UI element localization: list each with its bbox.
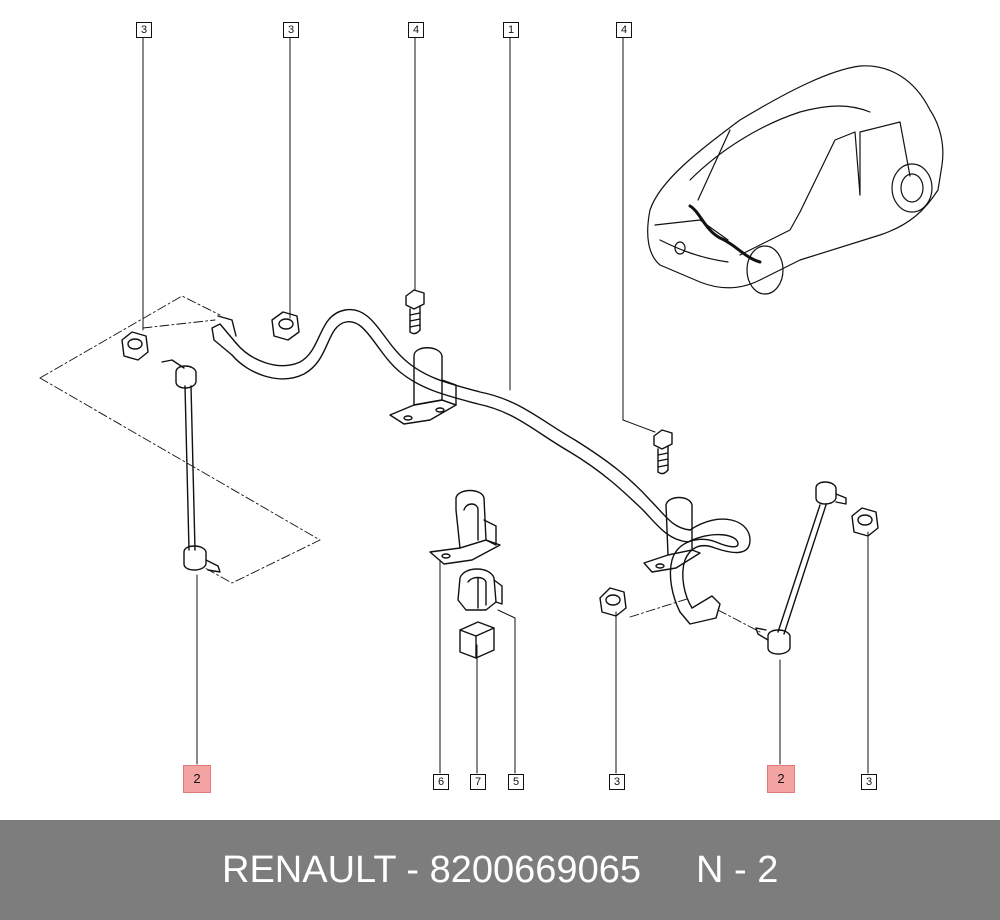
bushing-part	[457, 568, 503, 611]
stabilizer-bar-exploded-view	[39, 35, 944, 774]
callout-stabilizer-bar-1[interactable]: 1	[503, 22, 519, 38]
nut-top-center	[271, 311, 300, 341]
callout-link-rod-2-highlighted[interactable]: 2	[767, 765, 795, 793]
shim-part	[459, 621, 495, 659]
callout-link-rod-2-highlighted[interactable]: 2	[183, 765, 211, 793]
callout-bracket-6[interactable]: 6	[433, 774, 449, 790]
callout-nut-3[interactable]: 3	[861, 774, 877, 790]
callout-nut-3[interactable]: 3	[136, 22, 152, 38]
callout-bolt-4[interactable]: 4	[616, 22, 632, 38]
nut-lower-center	[599, 587, 627, 617]
vehicle-illustration	[647, 65, 944, 295]
bolt-right	[653, 429, 673, 475]
nut-top-left	[121, 331, 149, 361]
part-number-footer: RENAULT - 8200669065 N - 2	[0, 820, 1000, 920]
callout-bolt-4[interactable]: 4	[408, 22, 424, 38]
bar-clamp-right	[643, 496, 701, 573]
bolt-left	[405, 289, 425, 335]
leader-lines	[142, 35, 869, 774]
stabilizer-bar	[211, 308, 751, 625]
callout-bushing-5[interactable]: 5	[508, 774, 524, 790]
callout-nut-3[interactable]: 3	[609, 774, 625, 790]
link-rod-left	[161, 359, 221, 573]
page-indicator-text: N - 2	[696, 849, 779, 891]
callout-nut-3[interactable]: 3	[283, 22, 299, 38]
bar-clamp-left	[389, 347, 457, 425]
link-rod-right	[755, 481, 847, 655]
part-number-text: RENAULT - 8200669065	[222, 849, 641, 891]
alignment-lines	[39, 295, 761, 633]
callout-shim-7[interactable]: 7	[470, 774, 486, 790]
nut-right	[851, 507, 879, 537]
bracket-part	[429, 489, 501, 565]
